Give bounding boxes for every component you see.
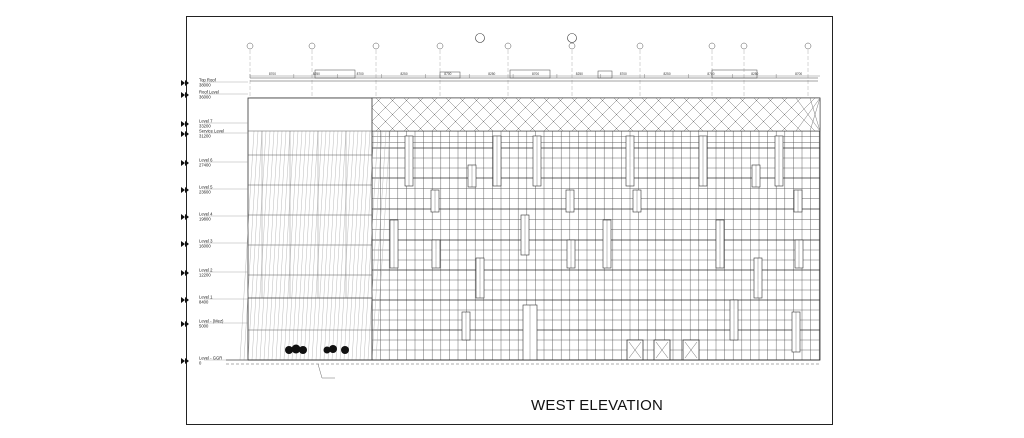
grid-bubble: [568, 42, 576, 50]
ground-doors: [626, 339, 700, 361]
grid-bubble: [372, 42, 380, 50]
level-value: 36000: [199, 95, 211, 100]
level-name: Top Roof: [199, 78, 217, 83]
level-value: 23600: [199, 190, 211, 195]
level-value: 38000: [199, 83, 211, 88]
level-name: Level 3: [199, 239, 213, 244]
dimension-label: 8250: [664, 72, 671, 76]
dimension-labels: 8700 8250 8700 8250 8700 8250 8700 8250 8700 8250…: [269, 72, 803, 76]
drawing-title: WEST ELEVATION: [531, 397, 663, 414]
annotation-leader: [317, 363, 335, 379]
level-value: 19800: [199, 217, 211, 222]
ground-line: [226, 359, 820, 365]
grid-bubble: [504, 42, 512, 50]
dimension-label: 8250: [313, 72, 320, 76]
level-value: 33200: [199, 124, 211, 129]
level-name: Service Level: [199, 129, 224, 134]
grid-axes: [249, 50, 809, 98]
grid-bubble: [708, 42, 716, 50]
grid-bubble: [740, 42, 748, 50]
level-name: Roof Level: [199, 90, 219, 95]
level-value: 12200: [199, 273, 211, 278]
west-block-facade: [239, 97, 391, 361]
dimension-label: 8250: [751, 72, 758, 76]
dimension-label: 8700: [707, 72, 714, 76]
roof-structures: [250, 69, 818, 82]
level-value: 31200: [199, 134, 211, 139]
section-marker: [475, 33, 577, 43]
dimension-label: 8250: [576, 72, 583, 76]
dimension-label: 8700: [795, 72, 802, 76]
dimension-label: 8700: [269, 72, 276, 76]
level-name: Level 5: [199, 185, 213, 190]
level-value: 27400: [199, 163, 211, 168]
level-name: Level - (Mez): [199, 319, 224, 324]
dimension-label: 8700: [620, 72, 627, 76]
grid-bubble: [804, 42, 812, 50]
level-tag: Level - (Mez)5000: [181, 319, 224, 329]
level-value: 8400: [199, 300, 209, 305]
level-datum-lines: [204, 81, 248, 361]
grid-bubble: [308, 42, 316, 50]
grid-bubbles: [246, 42, 812, 50]
grid-bubble: [246, 42, 254, 50]
main-block-facade: [371, 97, 821, 361]
level-name: Level 1: [199, 295, 213, 300]
dimension-label: 8700: [444, 72, 451, 76]
dimension-label: 8700: [532, 72, 539, 76]
feature-window-panels: [389, 135, 804, 361]
dimension-label: 8250: [401, 72, 408, 76]
dimension-label: 8700: [357, 72, 364, 76]
grid-bubble: [436, 42, 444, 50]
dimension-string: [249, 74, 820, 78]
level-value: 0: [199, 361, 202, 366]
level-name: Level 2: [199, 268, 213, 273]
grid-bubble: [636, 42, 644, 50]
level-name: Level 7: [199, 119, 213, 124]
level-value: 5000: [199, 324, 209, 329]
dimension-label: 8250: [488, 72, 495, 76]
level-name: Level - GGR: [199, 356, 222, 361]
level-value: 16000: [199, 244, 211, 249]
level-name: Level 4: [199, 212, 213, 217]
landscape-shrubs: [285, 344, 349, 354]
level-name: Level 6: [199, 158, 213, 163]
